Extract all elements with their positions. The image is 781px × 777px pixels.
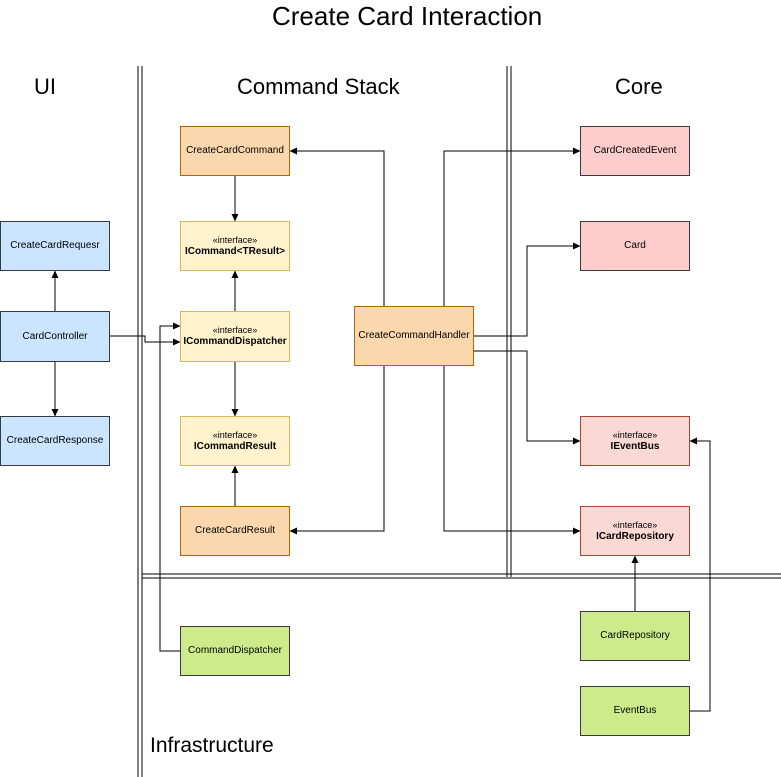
node-create-card-requesr[interactable]: CreateCardRequesr bbox=[0, 221, 110, 271]
lane-label-infrastructure: Infrastructure bbox=[150, 734, 274, 757]
node-card-created-event[interactable]: CardCreatedEvent bbox=[580, 126, 690, 176]
node-icard-repository[interactable]: «interface» ICardRepository bbox=[580, 506, 690, 556]
edge-handler-to-ieventbus bbox=[474, 350, 581, 445]
edge-commanddispatcher-to-icommanddispatcher bbox=[159, 322, 181, 652]
edge-handler-to-card bbox=[474, 242, 581, 337]
node-create-card-result[interactable]: CreateCardResult bbox=[180, 506, 290, 556]
node-icommand-dispatcher[interactable]: «interface» ICommandDispatcher bbox=[180, 311, 290, 362]
node-create-command-handler[interactable]: CreateCommandHandler bbox=[354, 306, 474, 366]
edge-handler-to-command bbox=[289, 147, 385, 306]
node-label: CardController bbox=[22, 330, 88, 342]
node-card-repository[interactable]: CardRepository bbox=[580, 611, 690, 661]
edge-eventbus-to-ieventbus bbox=[689, 437, 711, 712]
lane-label-core: Core bbox=[615, 74, 663, 99]
node-icommand-result[interactable]: «interface» ICommandResult bbox=[180, 416, 290, 466]
node-command-dispatcher[interactable]: CommandDispatcher bbox=[180, 626, 290, 676]
node-label: CommandDispatcher bbox=[188, 645, 282, 656]
edge-handler-to-cardresult bbox=[289, 366, 385, 535]
node-label: ICommand<TResult> bbox=[184, 245, 286, 257]
node-label: CreateCardRequesr bbox=[10, 240, 100, 251]
node-label: CreateCardCommand bbox=[186, 145, 284, 156]
node-create-card-response[interactable]: CreateCardResponse bbox=[0, 416, 110, 466]
edge-handler-to-event bbox=[443, 147, 581, 306]
node-label: CardRepository bbox=[600, 630, 670, 641]
stereotype-label: «interface» bbox=[612, 429, 658, 440]
node-label: ICardRepository bbox=[596, 530, 674, 542]
node-label: ICommandResult bbox=[193, 440, 277, 452]
diagram-title: Create Card Interaction bbox=[272, 1, 543, 31]
node-icommand[interactable]: «interface» ICommand<TResult> bbox=[180, 221, 290, 271]
stereotype-label: «interface» bbox=[212, 325, 258, 335]
node-event-bus[interactable]: EventBus bbox=[580, 686, 690, 736]
stereotype-label: «interface» bbox=[212, 234, 258, 245]
node-card-controller[interactable]: CardController bbox=[0, 311, 110, 362]
node-ievent-bus[interactable]: «interface» IEventBus bbox=[580, 416, 690, 466]
node-label: Card bbox=[624, 240, 646, 251]
stereotype-label: «interface» bbox=[612, 519, 658, 530]
edge-handler-to-icardrepository bbox=[443, 366, 581, 535]
node-label: CardCreatedEvent bbox=[593, 145, 677, 156]
lane-label-command-stack: Command Stack bbox=[237, 74, 400, 99]
node-card[interactable]: Card bbox=[580, 221, 690, 271]
lane-label-ui: UI bbox=[34, 74, 56, 99]
node-label: CreateCommandHandler bbox=[358, 330, 470, 341]
node-label: EventBus bbox=[613, 705, 657, 716]
node-label: ICommandDispatcher bbox=[183, 336, 287, 347]
node-label: CreateCardResponse bbox=[6, 435, 104, 446]
stereotype-label: «interface» bbox=[212, 429, 258, 440]
node-label: IEventBus bbox=[610, 440, 660, 452]
edge-controller-to-dispatcher bbox=[110, 335, 181, 346]
node-label: CreateCardResult bbox=[194, 525, 276, 536]
node-create-card-command[interactable]: CreateCardCommand bbox=[180, 126, 290, 176]
